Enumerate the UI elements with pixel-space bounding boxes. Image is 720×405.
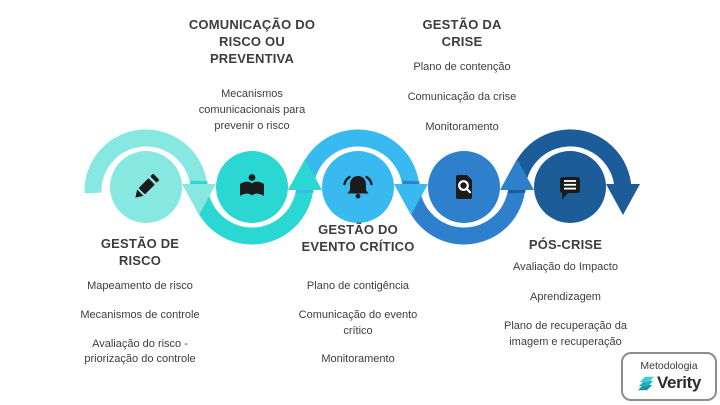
stage-item: Comunicação do evento crítico [298,308,418,337]
logo-layer [639,376,655,382]
stage-items: Plano de contenção Comunicação da crise … [387,60,537,135]
stage-label-gestao-de-risco: GESTÃO DE RISCO Mapeamento de risco Meca… [55,235,225,381]
process-flow-diagram [84,129,640,245]
stage-item: Monitoramento [321,353,395,366]
stage-label-gestao-do-evento-critico: GESTÃO DO EVENTO CRÍTICO Plano de contig… [268,221,448,381]
stage-item: Mapeamento de risco [87,280,193,293]
pencil-icon [135,173,160,198]
stage-title: GESTÃO DA CRISE [387,16,537,50]
stage-label-comunicacao-do-risco: COMUNICAÇÃO DO RISCO OU PREVENTIVA Mecan… [172,16,332,147]
brand-name: Verity [657,373,701,392]
stage-item: Avaliação do Impacto [513,261,618,274]
arc-stage-1 [84,129,208,194]
file-search-icon [456,175,472,199]
logo-layer [638,380,654,386]
stage-items: Mapeamento de risco Mecanismos de contro… [55,279,225,367]
title-line: PREVENTIVA [209,51,295,67]
stage-item: Monitoramento [425,120,499,133]
stage-item: Avaliação do risco - priorização do cont… [84,337,196,366]
brand-row: Verity [637,373,701,393]
title-line: EVENTO CRÍTICO [301,239,415,255]
verity-methodology-badge: Metodologia Verity [621,352,717,401]
stage-title: GESTÃO DE RISCO [55,235,225,269]
badge-label: Metodologia [640,360,698,372]
stage-items: Plano de contigência Comunicação do even… [268,279,448,367]
title-line: GESTÃO DO [318,222,398,237]
stage-title: PÓS-CRISE [478,236,653,253]
stage-label-pos-crise: PÓS-CRISE Avaliação do Impacto Aprendiza… [478,236,653,365]
logo-layer [637,384,653,390]
arrow-down-icon [182,184,216,215]
arrow-up-icon [288,159,322,190]
stage-items: Mecanismos comunicacionais para prevenir… [172,87,332,134]
stage-items: Avaliação do Impacto Aprendizagem Plano … [478,260,653,350]
chat-bubble-icon [560,177,580,200]
stage-title: GESTÃO DO EVENTO CRÍTICO [268,221,448,255]
title-line: GESTÃO DE [100,236,180,251]
title-line: GESTÃO DA [422,17,502,32]
stage-label-gestao-da-crise: GESTÃO DA CRISE Plano de contenção Comun… [387,16,537,149]
title-line: COMUNICAÇÃO DO [188,17,316,32]
alarm-bell-icon [343,175,373,199]
arrow-down-icon [394,184,428,215]
verity-logo-icon [637,376,655,390]
arrow-down-icon [606,184,640,215]
arrow-up-icon [500,159,534,190]
stage-item: Aprendizagem [530,290,601,303]
stage-item: Plano de contigência [306,280,410,293]
title-line: RISCO OU [219,34,285,50]
reading-book-icon [240,174,264,196]
stage-item: Mecanismos de controle [80,308,200,321]
stage-title: COMUNICAÇÃO DO RISCO OU PREVENTIVA [172,16,332,67]
stage-item: Plano de recuperação da imagem e recuper… [504,320,627,348]
stage-item: Mecanismos comunicacionais para prevenir… [198,88,306,132]
title-line: PÓS-CRISE [528,237,603,252]
title-line: RISCO [118,253,162,269]
stage-item: Plano de contenção [413,61,511,74]
stage-item: Comunicação da crise [407,90,517,103]
title-line: CRISE [441,34,483,50]
